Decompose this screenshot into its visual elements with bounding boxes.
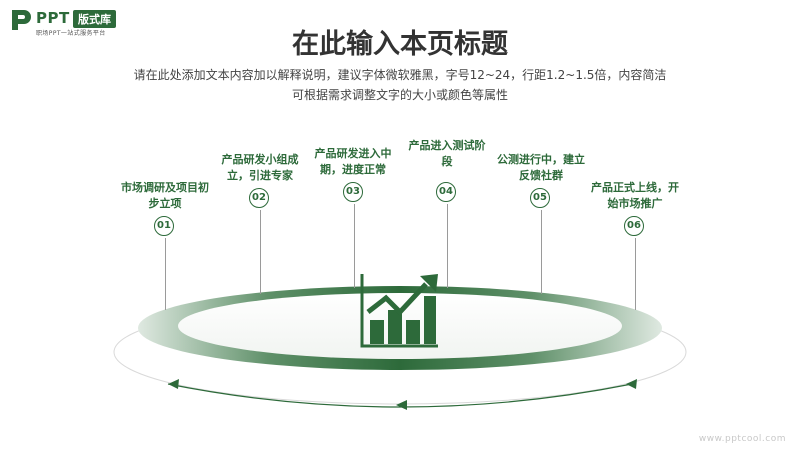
step-connector-line: [260, 210, 261, 294]
timeline-step-01: 市场调研及项目初步立项: [110, 180, 220, 212]
step-label: 市场调研及项目初步立项: [121, 181, 209, 210]
step-number-badge: 04: [436, 182, 456, 202]
step-label: 产品研发进入中期，进度正常: [314, 147, 392, 176]
step-label: 产品研发小组成立，引进专家: [221, 153, 299, 182]
step-connector-line: [541, 210, 542, 294]
logo-mark-icon: [12, 10, 31, 30]
step-label: 产品正式上线，开始市场推广: [591, 181, 679, 210]
description-line-1: 请在此处添加文本内容加以解释说明，建议字体微软雅黑，字号12~24，行距1.2~…: [133, 68, 667, 82]
step-label: 公测进行中，建立反馈社群: [497, 153, 585, 182]
step-connector-line: [354, 204, 355, 288]
step-connector-line: [635, 238, 636, 310]
timeline-step-03: 产品研发进入中期，进度正常: [298, 146, 408, 178]
description-line-2: 可根据需求调整文字的大小或颜色等属性: [291, 88, 508, 102]
page-title: 在此输入本页标题: [292, 29, 508, 60]
step-number-badge: 03: [343, 182, 363, 202]
step-number-badge: 01: [154, 216, 174, 236]
timeline-step-04: 产品进入测试阶段: [392, 138, 502, 170]
step-label: 产品进入测试阶段: [408, 139, 486, 168]
timeline-step-02: 产品研发小组成立，引进专家: [205, 152, 315, 184]
logo: PPT 版式库 职场PPT一站式服务平台: [10, 8, 140, 38]
logo-badge: 版式库: [73, 10, 116, 28]
timeline-step-06: 产品正式上线，开始市场推广: [580, 180, 690, 212]
step-connector-line: [447, 204, 448, 288]
timeline-step-05: 公测进行中，建立反馈社群: [486, 152, 596, 184]
step-connector-line: [165, 238, 166, 310]
logo-subtitle: 职场PPT一站式服务平台: [36, 30, 106, 37]
step-number-badge: 02: [249, 188, 269, 208]
watermark: www.pptcool.com: [698, 434, 786, 444]
step-number-badge: 06: [624, 216, 644, 236]
logo-text: PPT: [36, 9, 70, 27]
step-number-badge: 05: [530, 188, 550, 208]
bar-chart-growth-icon: [360, 274, 438, 348]
